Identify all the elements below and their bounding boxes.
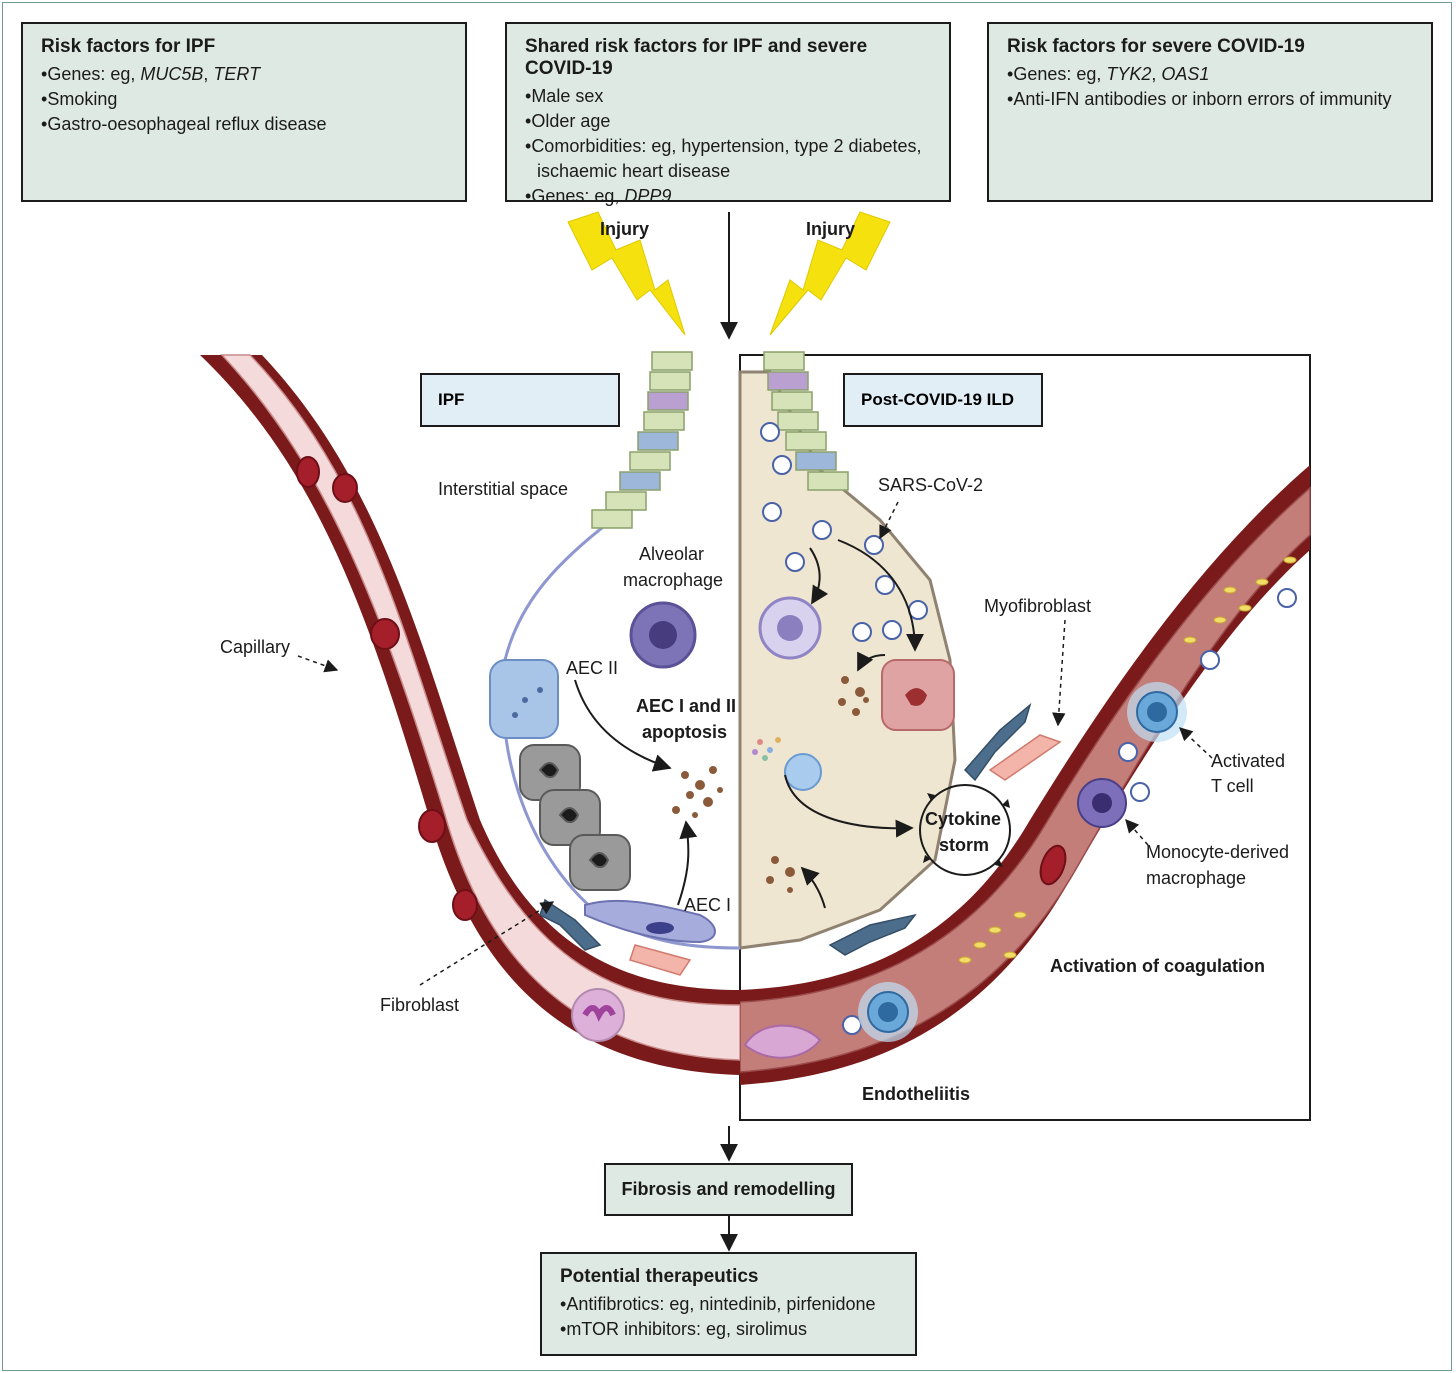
ipf-risk-title: Risk factors for IPF [41,36,216,57]
fibroblast-cell [539,898,602,951]
label-activated-t-2: T cell [1211,776,1254,796]
infected-macrophage [758,596,822,660]
cytokine-dots [752,737,781,761]
covid-risk-box: Risk factors for severe COVID-19 Genes: … [987,22,1433,202]
fibrosis-box: Fibrosis and remodelling [604,1163,853,1216]
label-interstitial-space: Interstitial space [438,479,568,499]
arrow-aec1-to-debris [677,820,698,906]
red-blood-cells [296,456,1067,921]
label-cytokine-2: storm [939,835,989,855]
covid-panel-tag: Post-COVID-19 ILD [843,373,1043,427]
therapeutics-item: Antifibrotics: eg, nintedinib, pirfenido… [560,1292,897,1317]
covid-risk-genes: Genes: eg, TYK2, OAS1 [1007,62,1413,87]
therapeutics-title: Potential therapeutics [560,1266,759,1287]
sars-cov-2-particles [760,422,1297,1035]
label-aec1: AEC I [684,895,731,915]
callout-sars [879,501,899,540]
damaged-aec2 [881,659,955,731]
myofibroblast-covid [988,734,1062,781]
aec1-cell [584,899,716,944]
label-sars-cov-2: SARS-CoV-2 [878,475,983,495]
label-endotheliitis: Endotheliitis [862,1084,970,1104]
fibroblast-covid [828,913,917,956]
callout-myofibroblast [1052,619,1066,727]
alveolar-macrophage [629,601,697,669]
label-alveolar-macrophage-2: macrophage [623,570,723,590]
shared-risk-item: Older age [525,109,931,134]
injury-label-left: Injury [600,219,649,239]
cytokine-storm-cycle [919,784,1011,876]
label-apoptosis-1: AEC I and II [636,696,736,716]
lymphocyte-icon [784,753,822,791]
ipf-risk-item: Smoking [41,87,447,112]
label-activated-t-1: Activated [1211,751,1285,771]
label-coagulation: Activation of coagulation [1050,956,1265,976]
aec2-cell [489,659,559,739]
label-alveolar-macrophage-1: Alveolar [639,544,704,564]
shared-risk-item: Male sex [525,84,931,109]
label-monocyte-2: macrophage [1146,868,1246,888]
ipf-panel-tag: IPF [420,373,620,427]
ipf-risk-genes: Genes: eg, MUC5B, TERT [41,62,447,87]
callout-fibroblast [419,901,555,986]
shared-risk-box: Shared risk factors for IPF and severe C… [505,22,951,206]
lightning-bolt-left [567,211,686,336]
arrow-virus-to-aec2 [837,539,924,652]
lightning-bolt-right [769,211,891,336]
ipf-risk-item: Gastro-oesophageal reflux disease [41,112,447,137]
injury-label-right: Injury [806,219,855,239]
callout-capillary [297,655,339,673]
fibroblast-covid-2 [963,702,1032,782]
fibrosis-title: Fibrosis and remodelling [621,1179,836,1199]
apoptotic-aec2-cells [519,744,631,891]
covid-risk-item: Anti-IFN antibodies or inborn errors of … [1007,87,1413,112]
activated-t-cell-icon [1127,682,1187,742]
activated-t-cell-icon-2 [858,982,918,1042]
label-fibroblast: Fibroblast [380,995,459,1015]
arrow-aec2-to-debris [574,679,672,772]
label-capillary: Capillary [220,637,290,657]
monocyte-derived-macrophage-icon [1077,778,1127,828]
arrow-cells-to-storm [784,774,914,838]
therapeutics-item: mTOR inhibitors: eg, sirolimus [560,1317,897,1342]
label-cytokine-1: Cytokine [925,809,1001,829]
apoptotic-debris-ipf [672,766,723,818]
shared-risk-item: Comorbidities: eg, hypertension, type 2 … [525,134,931,184]
airway-epithelium-left [591,351,693,529]
label-aec2: AEC II [566,658,618,678]
arrow-virus-to-macrophage [809,547,829,605]
arrow-aec2-to-debris-covid [857,651,886,672]
alveolus-ipf [501,518,741,950]
airway-epithelium-right [763,351,849,491]
myofibroblast-ipf [629,944,692,976]
ipf-risk-box: Risk factors for IPF Genes: eg, MUC5B, T… [21,22,467,202]
monocyte-in-vessel [743,1024,822,1059]
shared-risk-genes: Genes: eg, DPP9 [525,184,931,209]
shared-risk-title: Shared risk factors for IPF and severe C… [525,36,868,79]
apoptotic-debris-covid [766,676,869,893]
arrow-fibroblast-to-debris [800,866,826,909]
label-myofibroblast: Myofibroblast [984,596,1091,616]
label-apoptosis-2: apoptosis [642,722,727,742]
capillary-covid [740,465,1311,1085]
covid-risk-title: Risk factors for severe COVID-19 [1007,36,1305,57]
platelets [958,556,1297,964]
callout-monocyte [1125,818,1149,846]
label-monocyte-1: Monocyte-derived [1146,842,1289,862]
therapeutics-box: Potential therapeutics Antifibrotics: eg… [540,1252,917,1356]
